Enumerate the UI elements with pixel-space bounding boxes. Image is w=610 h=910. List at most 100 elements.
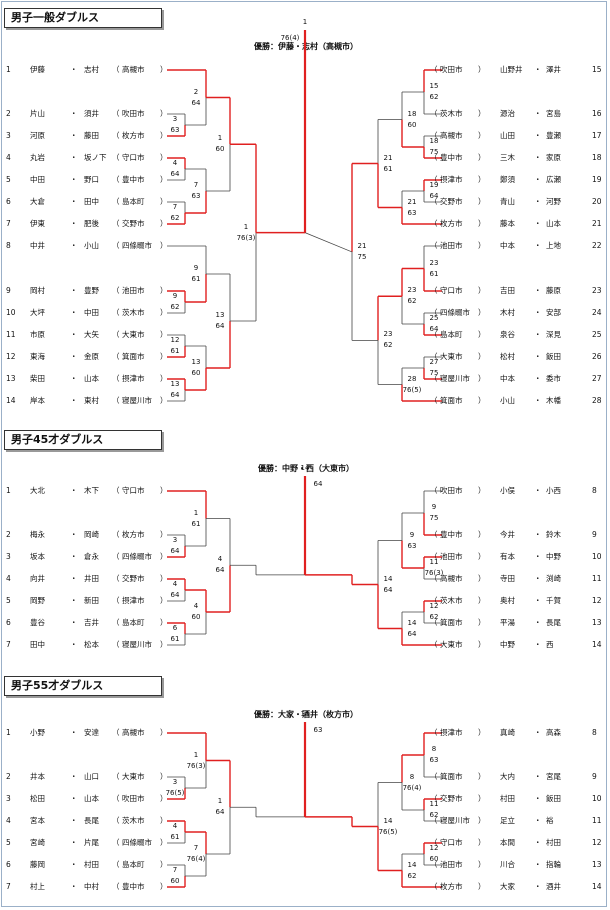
entry-dot: ・: [70, 352, 78, 361]
entry-dot: ・: [534, 197, 542, 206]
match-score: 63: [407, 541, 417, 550]
entry-no: 1: [6, 486, 11, 495]
entry-club: 四條畷市: [122, 241, 152, 250]
entry-paren-close: ）: [478, 330, 486, 339]
entry-club: 寝屋川市: [440, 374, 470, 383]
entry-dot: ・: [534, 552, 542, 561]
entry-p2: 新田: [84, 596, 99, 605]
match-score: 61: [170, 635, 180, 643]
entry-club: 池田市: [122, 286, 145, 295]
entry-paren-open: （: [112, 109, 120, 118]
entry-dot: ・: [70, 574, 78, 583]
entry-paren-close: ）: [160, 330, 168, 339]
match-winner-no: 7: [172, 203, 178, 211]
entry-paren-open: （: [112, 175, 120, 184]
entry-no: 20: [592, 197, 602, 206]
entry-p1: 木村: [500, 308, 515, 317]
entry-dot: ・: [70, 131, 78, 140]
match-score: 61: [191, 519, 201, 528]
entry-dot: ・: [70, 286, 78, 295]
entry-paren-open: （: [430, 153, 438, 162]
match-winner-no: 14: [407, 618, 417, 627]
entry-p1: 河原: [30, 131, 45, 140]
entry-p2: 小山: [84, 241, 99, 250]
entry-club: 摂津市: [440, 728, 463, 737]
entry-p2: 鈴木: [546, 530, 561, 539]
entry-club: 池田市: [440, 860, 463, 869]
match-winner-no: 4: [217, 555, 223, 564]
entry-paren-open: （: [430, 109, 438, 118]
match-score: 61: [383, 164, 393, 173]
match-score: 64: [215, 808, 225, 817]
entry-club: 交野市: [122, 574, 145, 583]
entry-paren-close: ）: [478, 772, 486, 781]
entry-p2: 深見: [546, 330, 561, 339]
entry-paren-open: （: [112, 618, 120, 627]
entry-dot: ・: [70, 109, 78, 118]
entry-no: 26: [592, 352, 602, 361]
entry-p2: 山本: [84, 794, 99, 803]
entry-dot: ・: [70, 618, 78, 627]
entry-club: 大東市: [122, 772, 145, 781]
entry-paren-open: （: [430, 596, 438, 605]
entry-paren-close: ）: [160, 640, 168, 649]
match-winner-no: 9: [409, 530, 415, 539]
entry-dot: ・: [534, 618, 542, 627]
entry-no: 16: [592, 109, 602, 118]
entry-paren-open: （: [430, 860, 438, 869]
entry-paren-open: （: [112, 574, 120, 583]
entry-p2: 上地: [546, 241, 561, 250]
entry-p1: 岡村: [30, 286, 45, 295]
entry-no: 12: [6, 352, 16, 361]
entry-p1: 平湯: [500, 618, 515, 627]
entry-dot: ・: [70, 838, 78, 847]
match-winner-no: 21: [357, 241, 367, 250]
entry-paren-open: （: [430, 530, 438, 539]
match-score: 64: [170, 391, 180, 399]
entry-p1: 村田: [500, 794, 515, 803]
match-score: 63: [429, 756, 439, 764]
entry-paren-close: ）: [160, 838, 168, 847]
match-score: 75: [429, 369, 439, 377]
entry-dot: ・: [534, 728, 542, 737]
entry-paren-open: （: [112, 153, 120, 162]
entry-dot: ・: [534, 374, 542, 383]
entry-paren-open: （: [430, 794, 438, 803]
entry-p1: 藤岡: [30, 860, 45, 869]
entry-p1: 村上: [30, 882, 45, 891]
match-score: 62: [429, 613, 439, 621]
entry-paren-open: （: [112, 286, 120, 295]
entry-p1: 大北: [30, 486, 45, 495]
entry-no: 3: [6, 131, 11, 140]
champion-label: 優勝：大家・酒井（枚方市）: [254, 710, 358, 719]
match-winner-no: 7: [193, 844, 199, 852]
entry-paren-close: ）: [478, 882, 486, 891]
entry-paren-open: （: [112, 596, 120, 605]
entry-p1: 有本: [500, 552, 515, 561]
match-score: 76(4): [186, 855, 206, 863]
entry-paren-close: ）: [478, 396, 486, 405]
entry-club: 四條畷市: [122, 552, 152, 561]
entry-p1: 中野: [500, 640, 515, 649]
entry-paren-close: ）: [478, 308, 486, 317]
entry-p2: 家原: [546, 153, 561, 162]
entry-dot: ・: [534, 153, 542, 162]
match-score: 63: [191, 192, 201, 200]
entry-dot: ・: [70, 552, 78, 561]
entry-dot: ・: [70, 308, 78, 317]
entry-paren-open: （: [430, 486, 438, 495]
match-score: 61: [170, 347, 180, 355]
match-winner-no: 1: [243, 222, 249, 231]
entry-no: 11: [6, 330, 16, 339]
entry-paren-close: ）: [160, 794, 168, 803]
match-score: 75: [429, 514, 439, 522]
match-winner-no: 23: [407, 286, 417, 295]
entry-club: 茨木市: [122, 816, 145, 825]
entry-paren-close: ）: [478, 794, 486, 803]
match-score: 75: [429, 148, 439, 156]
match-score: 62: [407, 297, 417, 306]
match-score: 76(3): [424, 569, 444, 577]
entry-club: 枚方市: [440, 219, 463, 228]
